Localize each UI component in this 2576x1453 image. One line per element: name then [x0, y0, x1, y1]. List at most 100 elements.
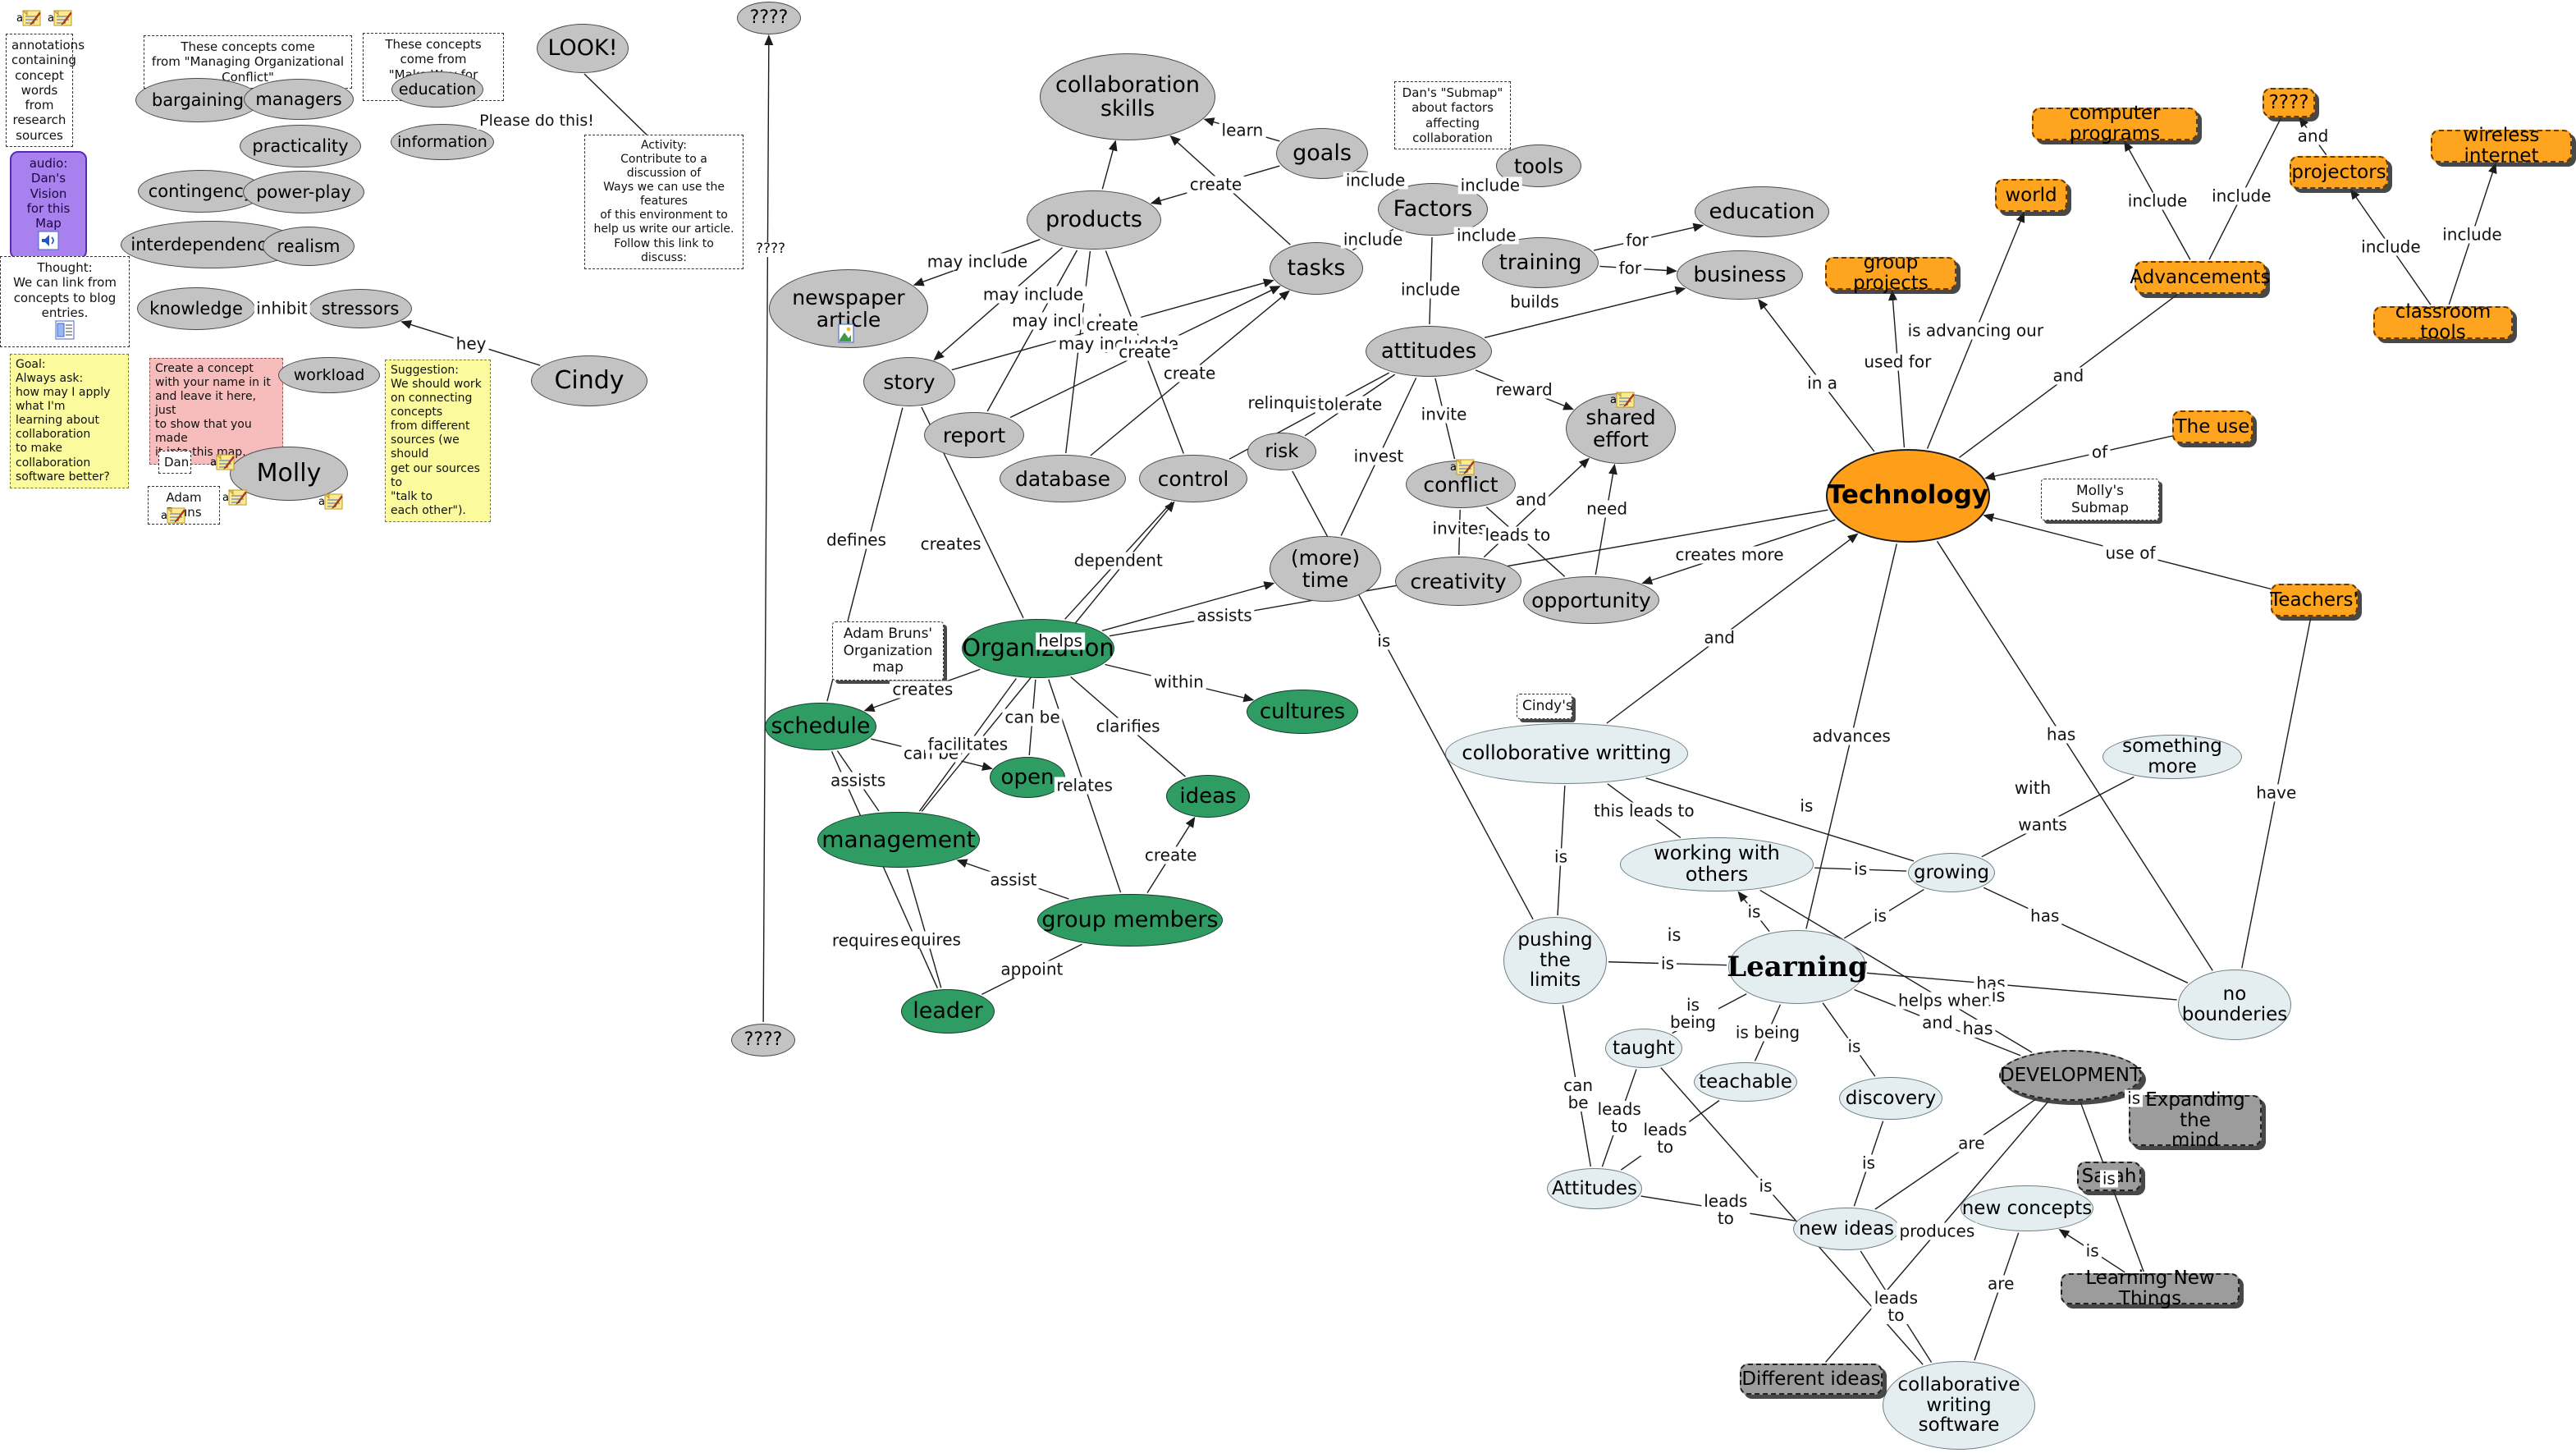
image-icon[interactable]	[838, 323, 854, 346]
node-theuse[interactable]: The use	[2172, 410, 2253, 443]
link-label[interactable]: leads to	[1701, 1192, 1750, 1227]
link-label[interactable]: reward	[1493, 381, 1555, 399]
link-label[interactable]: include	[1453, 227, 1519, 245]
link-label[interactable]: leads to	[1871, 1289, 1921, 1324]
node-q_bottom[interactable]: ????	[731, 1024, 795, 1057]
link-label[interactable]: are	[1956, 1134, 1988, 1153]
link-label[interactable]: include	[2359, 238, 2423, 256]
node-attitudes2[interactable]: Attitudes	[1547, 1168, 1642, 1209]
note-mollys_submap[interactable]: Molly's Submap	[2041, 479, 2159, 521]
node-newideas[interactable]: new ideas	[1793, 1208, 1900, 1250]
node-learningnewthings[interactable]: Learning New Things	[2061, 1268, 2240, 1309]
link-label[interactable]: creates	[917, 535, 984, 553]
link-label[interactable]: clarifies	[1093, 717, 1163, 736]
note-dan_box[interactable]: Dan	[158, 451, 191, 474]
link-label[interactable]: learn	[1219, 121, 1266, 140]
edge-collabwritting-growing[interactable]	[1645, 777, 1915, 862]
link-label[interactable]: is	[1870, 907, 1889, 925]
node-realism[interactable]: realism	[263, 227, 355, 266]
node-projectors[interactable]: projectors	[2290, 156, 2388, 189]
node-stressors[interactable]: stressors	[309, 289, 412, 328]
link-label[interactable]: and	[1701, 629, 1737, 647]
edge-q_bottom-q_top[interactable]	[762, 34, 774, 1023]
link-label[interactable]: include	[1343, 172, 1408, 190]
note-icon[interactable]: a	[222, 489, 247, 510]
node-learning[interactable]: Learning	[1727, 930, 1868, 1004]
link-label[interactable]: is being	[1667, 996, 1718, 1031]
free-label[interactable]: ????	[753, 241, 789, 257]
link-label[interactable]: creates	[890, 681, 956, 699]
link-label[interactable]: dependent	[1071, 552, 1165, 570]
link-label[interactable]: may include	[980, 286, 1087, 304]
node-practicality[interactable]: practicality	[240, 125, 361, 167]
node-cindy[interactable]: Cindy	[531, 355, 647, 406]
node-development[interactable]: DEVELOPMENT	[1999, 1050, 2142, 1101]
link-label[interactable]: is	[1756, 1177, 1775, 1195]
link-label[interactable]: need	[1584, 500, 1631, 518]
link-label[interactable]: can be	[1002, 708, 1063, 726]
free-label[interactable]: has	[1960, 1020, 1996, 1038]
link-label[interactable]: of	[2089, 443, 2111, 461]
link-label[interactable]: is	[2083, 1242, 2102, 1260]
node-classroomtools[interactable]: classroom tools	[2373, 302, 2513, 342]
link-label[interactable]: may include	[924, 253, 1031, 271]
blog-icon[interactable]	[6, 320, 124, 343]
link-label[interactable]: facilitates	[925, 736, 1011, 754]
link-label[interactable]: for	[1616, 259, 1645, 277]
link-label[interactable]: is	[1860, 1154, 1878, 1172]
node-schedule[interactable]: schedule	[765, 703, 876, 750]
link-label[interactable]: requires	[829, 932, 902, 950]
node-groupprojects[interactable]: group projects	[1825, 253, 1956, 293]
edge-attitudes-business[interactable]	[1484, 286, 1686, 338]
edge-learning-nobounderies[interactable]	[1866, 972, 2177, 1001]
link-label[interactable]: tolerate	[1315, 396, 1385, 414]
edge-technology-nobounderies[interactable]	[1936, 540, 2213, 971]
note-icon[interactable]: a	[161, 507, 185, 528]
link-label[interactable]: has	[2043, 726, 2079, 744]
link-label[interactable]: hey	[453, 335, 489, 353]
node-workingothers[interactable]: working with others	[1620, 837, 1814, 892]
link-label[interactable]: produces	[1897, 1222, 1978, 1240]
node-knowledge[interactable]: knowledge	[137, 287, 255, 330]
note-annotations[interactable]: annotations containing concept words fro…	[6, 34, 85, 148]
link-label[interactable]: can be	[1561, 1076, 1596, 1112]
link-label[interactable]: this leads to	[1591, 802, 1697, 820]
edge-factors-attitudes[interactable]	[1429, 236, 1433, 325]
node-business[interactable]: business	[1677, 250, 1803, 300]
link-label[interactable]: assists	[828, 772, 889, 790]
link-label[interactable]: use of	[2102, 544, 2158, 562]
link-label[interactable]: create	[1083, 316, 1142, 334]
node-q_orange[interactable]: ????	[2263, 88, 2315, 117]
link-label[interactable]: appoint	[998, 960, 1066, 979]
edge-management-leader[interactable]	[906, 869, 942, 988]
node-moretime[interactable]: (more) time	[1270, 536, 1381, 602]
link-label[interactable]: relates	[1054, 777, 1115, 795]
link-label[interactable]: have	[2253, 784, 2299, 802]
link-label[interactable]: include	[2440, 226, 2505, 243]
node-technology[interactable]: Technology	[1826, 449, 1990, 543]
link-label[interactable]: creates more	[1672, 546, 1787, 564]
node-database[interactable]: database	[1000, 455, 1126, 502]
note-goal[interactable]: Goal: Always ask: how may I apply what I…	[10, 354, 129, 488]
link-label[interactable]: is	[1851, 860, 1870, 878]
free-label[interactable]: is	[1988, 987, 2008, 1005]
free-label[interactable]: with	[2011, 779, 2054, 797]
edge-products-story[interactable]	[933, 247, 1063, 361]
link-label[interactable]: for	[1623, 231, 1651, 250]
note-icon[interactable]: a	[210, 454, 235, 474]
node-opportunity[interactable]: opportunity	[1523, 576, 1659, 624]
note-icon[interactable]: a	[16, 10, 41, 30]
edge-development-newideas[interactable]	[1874, 1098, 2037, 1210]
note-icon[interactable]: a	[48, 10, 72, 30]
node-story[interactable]: story	[863, 357, 955, 406]
link-label[interactable]: leads to	[1640, 1121, 1690, 1157]
link-label[interactable]: is	[2099, 1170, 2118, 1188]
node-expandingmind[interactable]: Expanding the mind	[2129, 1089, 2262, 1151]
link-label[interactable]: is advancing our	[1905, 322, 2047, 340]
edge-growing-nobounderies[interactable]	[1983, 887, 2189, 983]
node-wirelessinternet[interactable]: wireless internet	[2431, 126, 2572, 166]
link-label[interactable]: invite	[1418, 406, 1470, 424]
link-label[interactable]: helps when	[1895, 992, 1994, 1010]
node-creativity[interactable]: creativity	[1395, 557, 1521, 606]
node-goals[interactable]: goals	[1276, 128, 1368, 179]
